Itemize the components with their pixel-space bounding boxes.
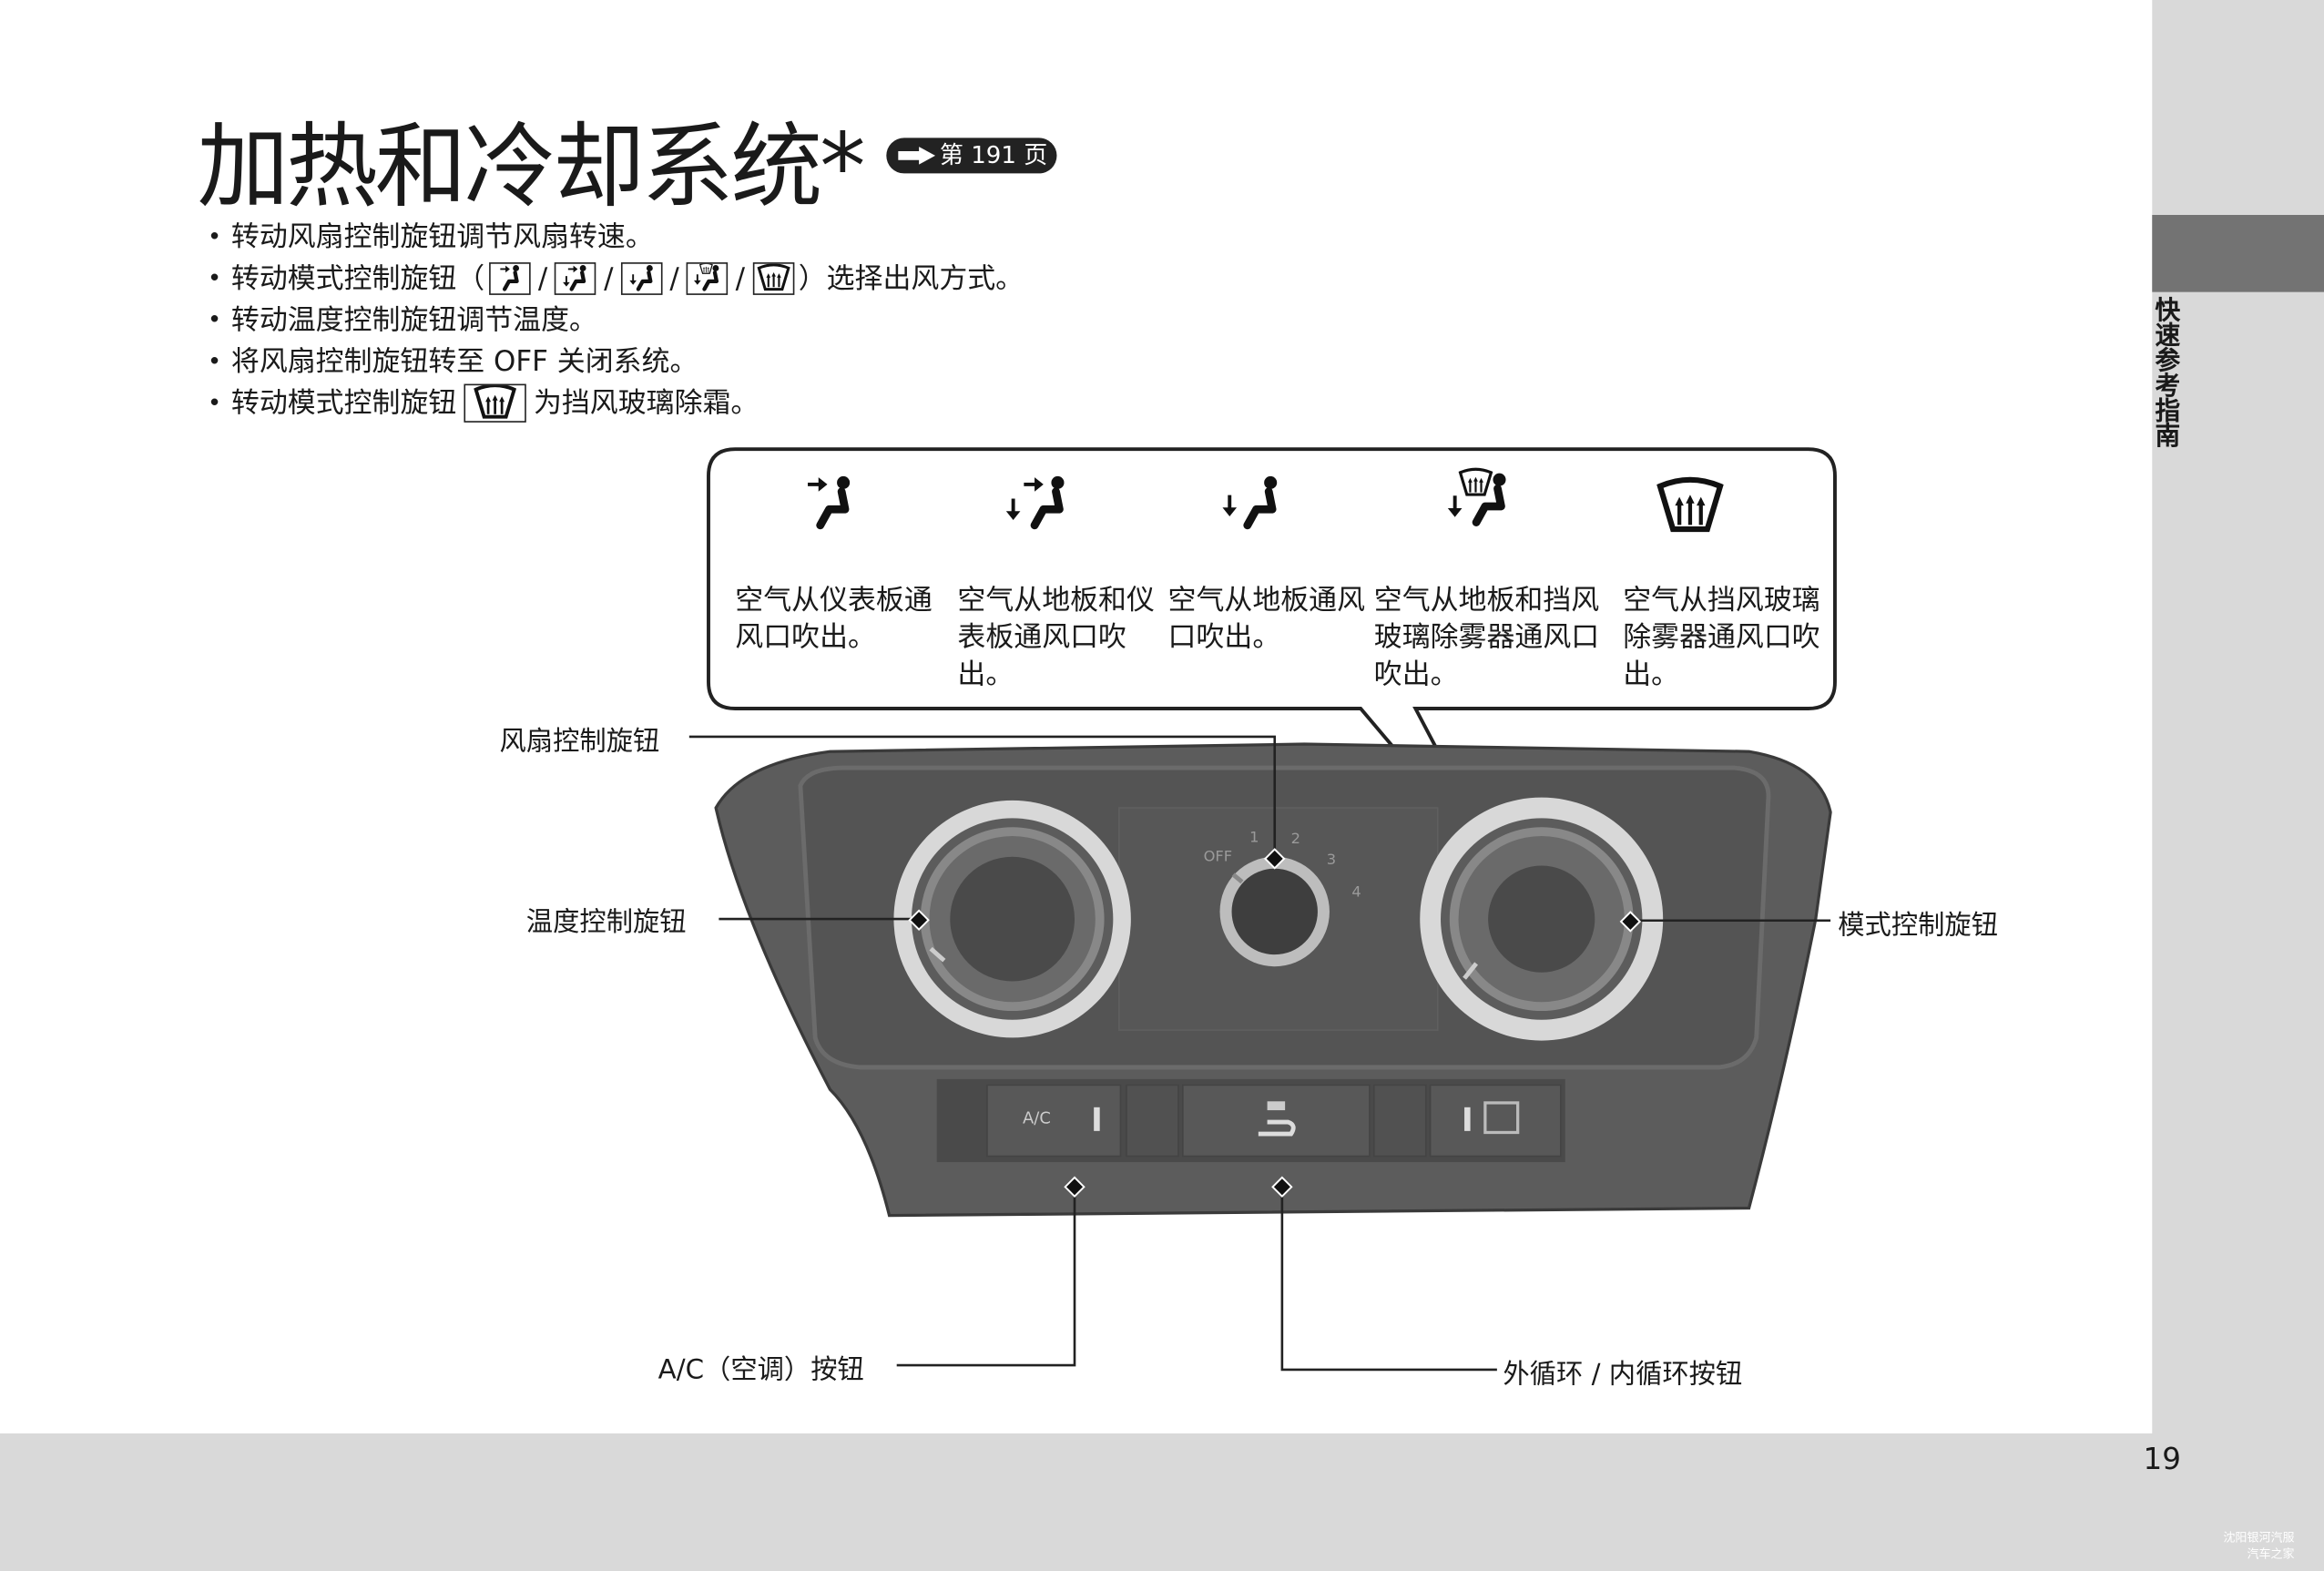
mode-description: 空气从地板和仪表板通风口吹出。 (957, 584, 1155, 691)
bullet-text: 转动模式控制旋钮 (230, 386, 457, 420)
temperature-knob[interactable] (893, 800, 1131, 1038)
rear-defrost-button (1429, 1084, 1562, 1158)
list-item: 将风扇控制旋钮转至 OFF 关闭系统。 (208, 341, 1024, 383)
windshield-defrost-icon (464, 383, 526, 423)
bullet-text: 转动风扇控制旋钮调节风扇转速。 (230, 220, 654, 254)
floor-vent-icon (620, 262, 663, 295)
page-title: 加热和冷却系统* (197, 112, 865, 221)
watermark-line: 汽车之家 (2247, 1547, 2295, 1561)
side-tab-label[interactable]: 快速参考指南 (2149, 296, 2179, 448)
floor-defrost-vent-icon (686, 262, 729, 295)
mode-description: 空气从地板和挡风玻璃除雾器通风口吹出。 (1373, 584, 1600, 691)
watermark-line: 沈阳银河汽服 (2223, 1531, 2295, 1545)
temperature-knob-label: 温度控制旋钮 (525, 907, 687, 939)
instruction-list: 转动风扇控制旋钮调节风扇转速。 转动模式控制旋钮（ / / / / ）选择出风方… (208, 217, 1024, 424)
mode-description: 空气从挡风玻璃除雾器通风口吹出。 (1623, 584, 1820, 691)
page-number: 19 (2143, 1441, 2181, 1477)
fan-speed-2: 2 (1290, 831, 1301, 848)
side-tab-marker (2152, 215, 2324, 292)
dashboard-vent-icon (489, 262, 531, 295)
fan-knob[interactable] (1219, 856, 1330, 967)
fan-speed-4: 4 (1351, 884, 1361, 902)
bullet-text: 转动温度控制旋钮调节温度。 (230, 303, 597, 337)
arrow-right-icon (898, 147, 936, 165)
fan-speed-1: 1 (1249, 830, 1259, 847)
list-item: 转动模式控制旋钮（ / / / / ）选择出风方式。 (208, 258, 1024, 300)
separator: / (604, 262, 614, 295)
ac-button-label[interactable]: A/C (1023, 1108, 1051, 1128)
ac-button (986, 1084, 1122, 1158)
reference-text: 第 191 页 (939, 140, 1048, 169)
page-reference-link[interactable]: 第 191 页 (886, 138, 1057, 174)
fan-speed-3: 3 (1326, 852, 1337, 869)
bullet-text: 为挡风玻璃除霜。 (533, 386, 759, 420)
fan-knob-label: 风扇控制旋钮 (499, 726, 660, 758)
watermark: 沈阳银河汽服 汽车之家 (2223, 1530, 2294, 1563)
separator: / (735, 262, 746, 295)
fan-speed-off: OFF (1203, 849, 1233, 866)
recirculation-button-label: 外循环 / 内循环按钮 (1503, 1359, 1743, 1391)
bullet-text: 转动模式控制旋钮（ (230, 262, 485, 295)
page-footer (0, 1433, 2324, 1571)
mode-description: 空气从地板通风口吹出。 (1167, 584, 1366, 654)
bullet-text: ）选择出风方式。 (798, 262, 1024, 295)
separator: / (537, 262, 548, 295)
list-item: 转动模式控制旋钮 为挡风玻璃除霜。 (208, 383, 1024, 424)
mode-description: 空气从仪表板通风口吹出。 (735, 584, 933, 654)
mode-knob[interactable] (1420, 797, 1664, 1041)
bullet-text: 将风扇控制旋钮转至 OFF 关闭系统。 (230, 345, 698, 379)
mode-knob-label: 模式控制旋钮 (1838, 910, 1999, 942)
windshield-defrost-icon (752, 262, 794, 295)
list-item: 转动温度控制旋钮调节温度。 (208, 300, 1024, 342)
separator: / (669, 262, 679, 295)
ac-button-label-callout: A/C（空调）按钮 (657, 1354, 864, 1386)
floor-dashboard-vent-icon (555, 262, 596, 295)
list-item: 转动风扇控制旋钮调节风扇转速。 (208, 217, 1024, 259)
